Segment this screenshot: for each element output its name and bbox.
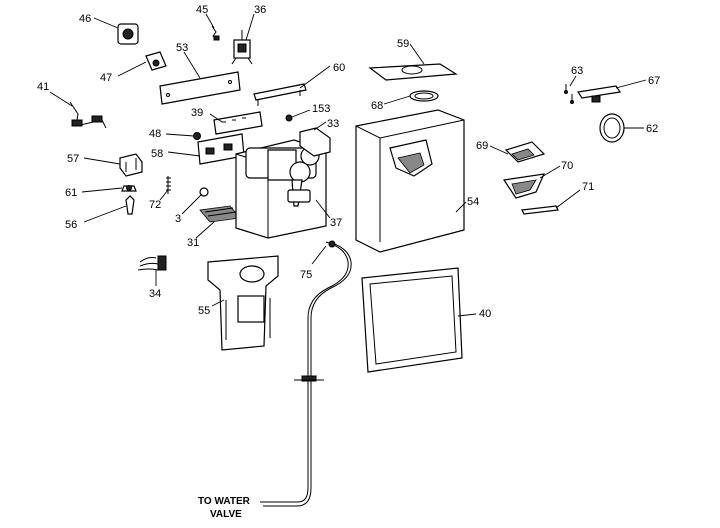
part-57-housing — [119, 153, 143, 177]
part-59-plate — [368, 63, 458, 81]
part-58-bracket — [197, 133, 245, 165]
callout-71: 71 — [582, 181, 594, 193]
callout-37: 37 — [330, 217, 342, 229]
callout-39: 39 — [191, 107, 203, 119]
part-60-rail — [253, 83, 307, 106]
callout-46: 46 — [79, 13, 91, 25]
part-53-cover-plate — [159, 71, 241, 105]
part-39-board — [213, 111, 263, 135]
part-62-lens — [599, 113, 625, 143]
callout-55: 55 — [198, 305, 210, 317]
callout-75: 75 — [300, 269, 312, 281]
part-54-dispenser-cover — [355, 109, 465, 253]
callout-45: 45 — [196, 4, 208, 16]
part-70-chute — [502, 173, 545, 199]
part-46-knob — [117, 23, 139, 45]
callout-62: 62 — [646, 123, 658, 135]
callout-labels: 46 45 36 53 47 60 41 39 153 48 33 57 58 … — [37, 4, 660, 320]
part-34-harness — [137, 255, 167, 271]
callout-40: 40 — [479, 308, 491, 320]
part-48-grommet — [193, 132, 201, 140]
callout-53: 53 — [176, 42, 188, 54]
callout-57: 57 — [67, 153, 79, 165]
callout-61: 61 — [65, 187, 77, 199]
callout-33: 33 — [327, 118, 339, 130]
callout-36: 36 — [254, 4, 266, 16]
callout-59: 59 — [397, 38, 409, 50]
part-63-screws — [564, 84, 574, 104]
water-valve-label: TO WATER VALVE — [198, 496, 251, 520]
part-67-bracket — [576, 85, 622, 103]
callout-47: 47 — [100, 72, 112, 84]
callout-153: 153 — [312, 103, 330, 115]
callout-48: 48 — [149, 128, 161, 140]
callout-68: 68 — [371, 100, 383, 112]
part-55-panel — [207, 255, 279, 351]
part-71-paddle — [521, 205, 559, 215]
part-75-water-line — [260, 240, 352, 507]
callout-56: 56 — [65, 219, 77, 231]
callout-63: 63 — [571, 65, 583, 77]
part-72-spring — [166, 176, 171, 194]
callout-31: 31 — [187, 237, 199, 249]
part-41-lever — [69, 101, 107, 129]
part-68-ring — [409, 90, 439, 102]
part-31-grille — [199, 205, 241, 223]
part-69-actuator — [504, 141, 546, 163]
callout-69: 69 — [476, 140, 488, 152]
callout-67: 67 — [648, 75, 660, 87]
callout-70: 70 — [561, 160, 573, 172]
part-61-nut — [121, 185, 137, 192]
callout-54: 54 — [467, 196, 479, 208]
callout-3: 3 — [175, 213, 181, 225]
part-47-bracket — [145, 51, 167, 71]
water-valve-line-1: TO WATER — [198, 496, 251, 507]
callout-41: 41 — [37, 81, 49, 93]
part-56-bulb — [125, 195, 135, 215]
callout-34: 34 — [149, 288, 161, 300]
part-33-motor — [299, 127, 331, 157]
callout-72: 72 — [149, 199, 161, 211]
callout-60: 60 — [333, 62, 345, 74]
water-valve-line-2: VALVE — [210, 509, 242, 520]
leader-lines — [49, 13, 647, 317]
part-153-screw — [285, 114, 293, 122]
callout-58: 58 — [151, 148, 163, 160]
part-45-clip — [211, 25, 220, 41]
part-40-gasket — [361, 267, 463, 373]
part-36-switch — [231, 30, 253, 65]
